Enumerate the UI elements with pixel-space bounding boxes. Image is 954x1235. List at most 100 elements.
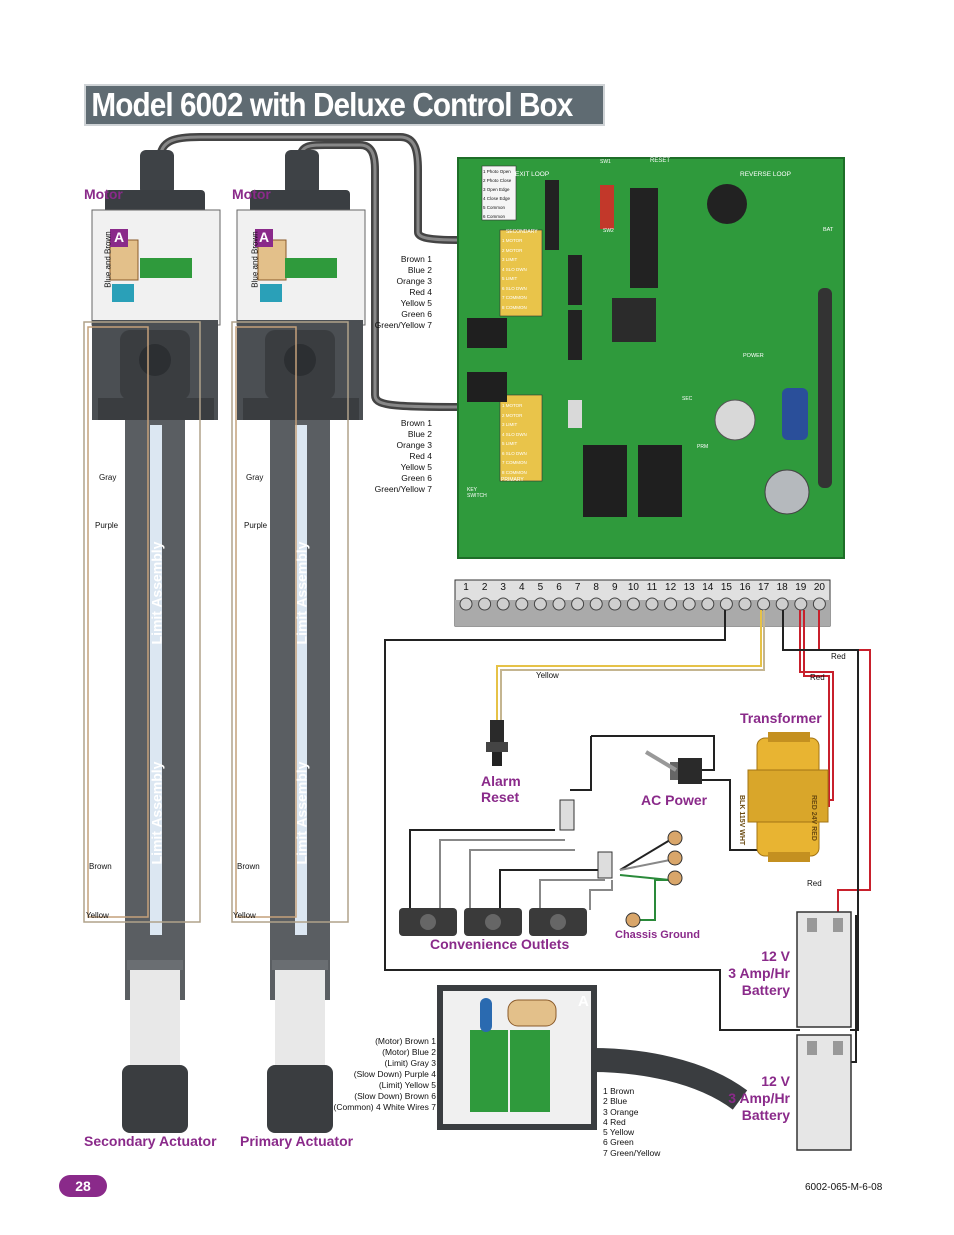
red-wire-label-2: Red [810, 673, 825, 682]
gray-label-left: Gray [99, 473, 117, 482]
battery-1-line-1: 12 V [761, 948, 790, 964]
box-left-wire-7: (Common) 4 White Wires 7 [333, 1102, 437, 1112]
box-left-wire-list: (Motor) Brown 1 (Motor) Blue 2 (Limit) G… [320, 1036, 437, 1113]
blue-brown-label-left: Blue and Brown [103, 231, 113, 288]
page-number: 28 [59, 1175, 107, 1197]
brown-label-left: Brown [89, 862, 112, 871]
secondary-terminal-labels: 1 MOTOR 2 MOTOR 3 LIMIT 4 SLO DWN 5 LIMI… [502, 236, 527, 312]
battery-2-line-3: Battery [741, 1107, 790, 1123]
battery-2-line-1: 12 V [761, 1073, 790, 1089]
box-right-wire-7: 7 Green/Yellow [603, 1147, 661, 1158]
terminal-number: 1 [463, 582, 469, 593]
capacitor-blue [782, 388, 808, 440]
input-4: 4 Close Edge [483, 196, 511, 201]
input-5: 5 Common [483, 205, 506, 210]
terminal-screw [719, 597, 733, 611]
box-right-wire-1: 1 Brown [603, 1086, 635, 1096]
primary-label: PRIMARY [501, 477, 524, 483]
secondary-label: SECONDARY [506, 229, 538, 235]
box-a-label-detail: A [578, 993, 589, 1010]
junction-box-detail [437, 985, 748, 1130]
prm-term-6: 6 SLO DWN [502, 450, 527, 456]
motor-label-secondary: Motor [84, 186, 123, 202]
box-right-wire-3: 3 Orange [603, 1106, 639, 1117]
yellow-label-right: Yellow [233, 911, 256, 920]
upper-wire-list: Brown 1 Blue 2 Orange 3 Red 4 Yellow 5 G… [350, 254, 432, 331]
yellow-label-left: Yellow [86, 911, 109, 920]
lower-wire-2: Blue 2 [407, 429, 432, 439]
field-wiring [384, 610, 871, 1063]
exit-loop-label: EXIT LOOP [515, 171, 550, 178]
sw2-label: SW2 [603, 228, 614, 234]
box-a-label-left: A [114, 229, 125, 245]
input-1: 1 Photo Open [483, 169, 511, 174]
box-left-wire-6: (Slow Down) Brown 6 [354, 1091, 436, 1101]
lower-wire-3: Orange 3 [396, 440, 432, 450]
terminal-screw [682, 597, 696, 611]
sec-label: SEC [682, 396, 693, 402]
terminal-number: 2 [481, 582, 488, 593]
primary-actuator [236, 150, 366, 1133]
terminal-number: 17 [758, 582, 770, 593]
alarm-reset-label: Alarm Reset [481, 773, 521, 805]
input-6: 6 Common [483, 214, 506, 219]
primary-terminal-labels: 1 MOTOR 2 MOTOR 3 LIMIT 4 SLO DWN 5 LIMI… [502, 401, 527, 477]
terminal-number: 20 [813, 582, 825, 593]
buzzer [707, 184, 747, 224]
convenience-outlets-label: Convenience Outlets [430, 936, 570, 952]
blue-brown-label-right: Blue and Brown [250, 231, 260, 288]
terminal-number: 9 [612, 582, 618, 593]
input-3: 3 Open Edge [483, 187, 510, 192]
terminal-screw [459, 597, 473, 611]
page-title: Model 6002 with Deluxe Control Box [84, 84, 605, 126]
box-right-wire-5: 5 Yellow [603, 1127, 635, 1138]
upper-wire-3: Orange 3 [396, 276, 432, 286]
input-terminal-block [481, 165, 517, 221]
upper-wire-2: Blue 2 [407, 265, 432, 275]
limit-assembly-label-2: Limit Assembly [148, 761, 165, 865]
terminal-number: 19 [795, 582, 807, 593]
prm-term-2: 2 MOTOR [502, 412, 523, 418]
terminal-screw [571, 597, 585, 611]
prm-label: PRM [697, 444, 709, 450]
terminal-number: 6 [556, 582, 562, 593]
terminal-screw [478, 597, 492, 611]
purple-label-left: Purple [95, 521, 119, 530]
box-left-wire-1: (Motor) Brown 1 [375, 1036, 436, 1046]
terminal-screw [775, 597, 789, 611]
box-right-wire-list: 1 Brown 2 Blue 3 Orange 4 Red 5 Yellow 6… [603, 1086, 660, 1158]
terminal-screw [812, 597, 826, 611]
limit-assembly-label-1: Limit Assembly [148, 541, 165, 645]
sec-term-7: 7 COMMON [502, 295, 527, 300]
terminal-number: 13 [683, 582, 695, 593]
terminal-screw [552, 597, 566, 611]
reverse-loop-label: REVERSE LOOP [740, 171, 791, 178]
box-a-label-right: A [259, 229, 270, 245]
terminal-number: 18 [776, 582, 788, 593]
alarm-reset-switch [486, 720, 508, 766]
terminal-screw [533, 597, 547, 611]
terminal-screw [664, 597, 678, 611]
brown-label-right: Brown [237, 862, 260, 871]
input-2: 2 Photo Close [483, 178, 512, 183]
document-id: 6002-065-M-6-08 [805, 1182, 883, 1193]
terminal-screw [515, 597, 529, 611]
box-right-wire-2: 2 Blue [603, 1096, 628, 1107]
red-wire-label-3: Red [807, 879, 822, 888]
key-switch-label: KEY SWITCH [467, 487, 487, 499]
battery-2-line-2: 3 Amp/Hr [728, 1090, 790, 1106]
lower-wire-7: Green/Yellow 7 [374, 484, 432, 494]
reset-label: RESET [650, 158, 671, 164]
transformer [747, 732, 829, 862]
lower-wire-5: Yellow 5 [400, 462, 432, 472]
transformer-label: Transformer [740, 710, 822, 726]
convenience-outlets [399, 908, 587, 936]
battery-1-line-3: Battery [741, 982, 790, 998]
transformer-left-label: BLK 115V WHT [738, 795, 745, 846]
lower-wire-list: Brown 1 Blue 2 Orange 3 Red 4 Yellow 5 G… [350, 418, 432, 495]
capacitor-large [764, 469, 810, 515]
box-a-marker-left [110, 229, 128, 247]
terminal-number: 5 [537, 582, 544, 593]
terminal-number: 8 [593, 582, 599, 593]
prm-term-8: 8 COMMON [502, 469, 527, 475]
